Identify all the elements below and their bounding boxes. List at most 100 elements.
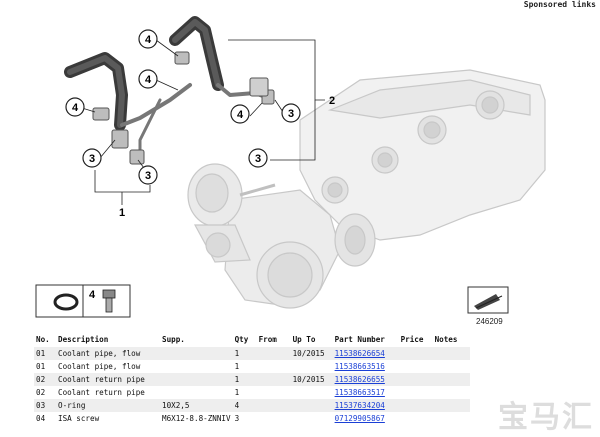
row-up-to xyxy=(291,386,333,399)
part-number-link[interactable]: 11538626654 xyxy=(334,349,385,358)
row-up-to xyxy=(291,412,333,425)
row-up-to xyxy=(290,399,333,412)
row-up-to: 10/2015 xyxy=(290,347,333,360)
part-number-link[interactable]: 11538663517 xyxy=(334,388,385,397)
row-description: O-ring xyxy=(56,399,160,412)
row-from xyxy=(256,399,291,412)
row-number: 02 xyxy=(36,388,46,397)
row-description: Coolant return pipe xyxy=(58,388,145,397)
callout-4-left: 4 xyxy=(65,97,85,117)
row-price xyxy=(399,360,433,373)
o-ring-icon xyxy=(53,293,79,311)
row-number: 03 xyxy=(34,399,56,412)
table-row: 02 Coolant return pipe 1 10/2015 1153862… xyxy=(34,373,470,386)
row-number: 04 xyxy=(36,414,46,423)
callout-3-lower-right: 3 xyxy=(248,148,268,168)
row-supp: M6X12-8.8-ZNNIV xyxy=(162,414,231,423)
row-description: ISA screw xyxy=(58,414,100,423)
parts-diagram: 4 4 4 4 3 3 3 3 3 1 2 4 xyxy=(35,16,546,326)
legend-screw-number: 4 xyxy=(89,289,96,301)
callout-label: 3 xyxy=(288,108,294,120)
callout-label: 4 xyxy=(145,74,152,86)
column-header: Description xyxy=(58,335,109,344)
part-number-link[interactable]: 07129905867 xyxy=(334,414,385,423)
column-header: Qty xyxy=(234,335,249,344)
row-qty: 3 xyxy=(234,414,240,423)
leader-lines xyxy=(81,39,325,205)
callout-4-right: 4 xyxy=(230,104,250,124)
callout-label: 4 xyxy=(237,109,244,121)
watermark-logo: 宝马汇 xyxy=(498,400,594,435)
row-notes xyxy=(433,386,470,399)
column-header: No. xyxy=(36,335,50,344)
row-price xyxy=(398,373,433,386)
callout-label: 2 xyxy=(329,95,335,107)
column-header: Notes xyxy=(434,335,458,344)
callout-label: 3 xyxy=(89,153,95,165)
callout-label: 4 xyxy=(145,34,152,46)
column-header: From xyxy=(258,335,277,344)
table-row: 04 ISA screw M6X12-8.8-ZNNIV 3 071299058… xyxy=(34,412,470,425)
row-number: 01 xyxy=(36,362,46,371)
row-from xyxy=(257,412,291,425)
turbo-manifold-illustration xyxy=(187,69,546,309)
part-number-link[interactable]: 11537634204 xyxy=(334,401,385,410)
row-supp xyxy=(160,373,233,386)
row-notes xyxy=(432,373,470,386)
part-number-link[interactable]: 11538663516 xyxy=(334,362,385,371)
row-number: 01 xyxy=(34,347,56,360)
row-description: Coolant return pipe xyxy=(56,373,160,386)
callout-3-left: 3 xyxy=(82,148,102,168)
row-supp xyxy=(160,360,233,373)
row-price xyxy=(398,399,433,412)
row-price xyxy=(398,347,433,360)
row-from xyxy=(256,373,291,386)
callout-4-top: 4 xyxy=(138,29,158,49)
row-from xyxy=(257,360,291,373)
column-header: Price xyxy=(400,335,424,344)
callout-label: 3 xyxy=(255,153,261,165)
callout-2: 2 xyxy=(329,95,335,107)
row-notes xyxy=(432,399,470,412)
table-row: 02 Coolant return pipe 1 11538663517 xyxy=(34,386,470,399)
row-qty: 4 xyxy=(232,399,257,412)
callout-1: 1 xyxy=(119,207,125,219)
row-notes xyxy=(432,347,470,360)
part-number-link[interactable]: 11538626655 xyxy=(334,375,385,384)
row-supp xyxy=(160,347,233,360)
row-up-to: 10/2015 xyxy=(290,373,333,386)
row-description: Coolant pipe, flow xyxy=(56,347,160,360)
callout-label: 1 xyxy=(119,207,125,219)
table-row: 01 Coolant pipe, flow 1 11538663516 xyxy=(34,360,470,373)
row-price xyxy=(399,412,433,425)
table-row: 01 Coolant pipe, flow 1 10/2015 11538626… xyxy=(34,347,470,360)
callout-label: 4 xyxy=(72,102,79,114)
coolant-pipes xyxy=(64,16,270,162)
reference-icon-box xyxy=(467,286,509,314)
callout-4-mid: 4 xyxy=(138,69,158,89)
table-row: 03 O-ring 10X2,5 4 11537634204 xyxy=(34,399,470,412)
column-header: Up To xyxy=(292,335,316,344)
row-number: 02 xyxy=(34,373,56,386)
callout-label: 3 xyxy=(145,170,151,182)
row-notes xyxy=(433,412,470,425)
row-description: Coolant pipe, flow xyxy=(58,362,141,371)
sponsored-links-label: Sponsored links xyxy=(523,0,596,9)
callout-3-upper-right: 3 xyxy=(281,103,301,123)
row-supp xyxy=(160,386,233,399)
row-price xyxy=(399,386,433,399)
row-qty: 1 xyxy=(234,362,240,371)
row-up-to xyxy=(291,360,333,373)
row-notes xyxy=(433,360,470,373)
row-supp: 10X2,5 xyxy=(160,399,233,412)
callout-3-center: 3 xyxy=(138,165,158,185)
screw-icon xyxy=(102,289,116,313)
table-header-row: No. Description Supp. Qty From Up To Par… xyxy=(34,332,470,347)
column-header: Supp. xyxy=(162,335,185,344)
row-from xyxy=(256,347,291,360)
row-qty: 1 xyxy=(232,347,257,360)
parts-table: No. Description Supp. Qty From Up To Par… xyxy=(34,332,470,425)
row-from xyxy=(257,386,291,399)
pipe-fittings xyxy=(92,51,275,165)
image-number: 246209 xyxy=(476,317,503,326)
